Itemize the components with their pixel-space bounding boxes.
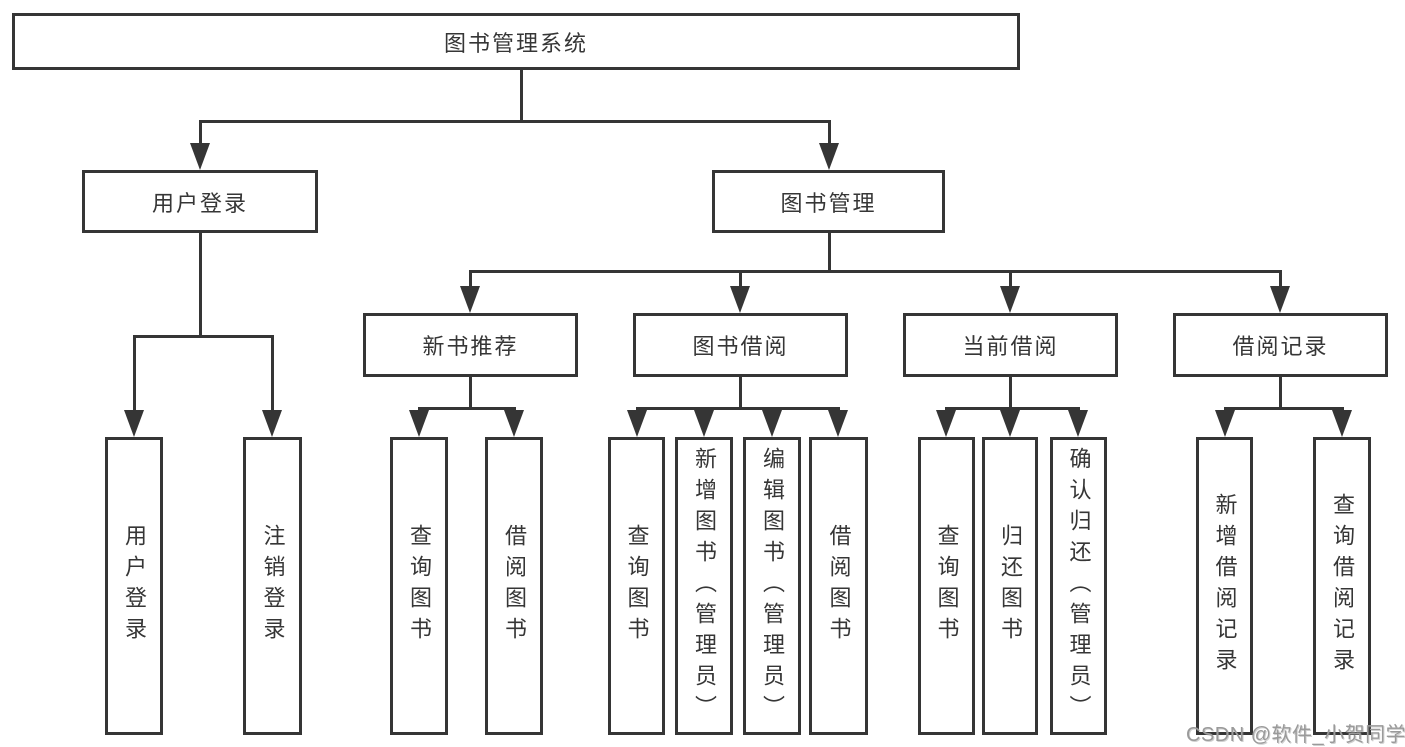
connector-drop — [132, 335, 136, 416]
node-label: 借阅图书 — [826, 524, 852, 648]
node-label: 归还图书 — [998, 524, 1023, 648]
down-arrowhead-icon — [1000, 286, 1020, 313]
connector-rail — [417, 407, 516, 410]
node-label: 图书借阅 — [692, 334, 789, 359]
down-arrowhead-icon — [262, 410, 282, 437]
connector-rail — [944, 407, 1080, 410]
node-leaf-query-borrow-rec: 查询借阅记录 — [1313, 437, 1371, 735]
node-leaf-borrow-book-a: 借阅图书 — [485, 437, 543, 735]
down-arrowhead-icon — [1332, 410, 1352, 437]
connector-drop — [198, 120, 202, 149]
down-arrowhead-icon — [409, 410, 429, 437]
connector-drop — [827, 120, 831, 149]
node-leaf-return-book: 归还图书 — [982, 437, 1038, 735]
node-label: 新增图书（管理员） — [692, 446, 717, 726]
down-arrowhead-icon — [819, 143, 839, 170]
watermark: CSDN @软件_小贺同学 — [1186, 724, 1405, 746]
connector-drop — [1278, 270, 1282, 292]
node-root: 图书管理系统 — [12, 13, 1020, 70]
connector-drop — [738, 270, 742, 292]
node-leaf-add-book: 新增图书（管理员） — [675, 437, 733, 735]
node-label: 用户登录 — [122, 524, 147, 648]
connector-stem — [827, 233, 831, 273]
connector-stem — [1008, 377, 1012, 410]
node-label: 借阅记录 — [1232, 334, 1329, 359]
connector-drop — [1008, 270, 1012, 292]
node-leaf-edit-book: 编辑图书（管理员） — [743, 437, 801, 735]
down-arrowhead-icon — [694, 410, 714, 437]
node-label: 注销登录 — [260, 524, 286, 648]
connector-stem — [198, 233, 202, 338]
connector-rail — [468, 270, 1282, 273]
node-label: 当前借阅 — [962, 334, 1059, 359]
node-leaf-query-book-a: 查询图书 — [390, 437, 448, 735]
node-label: 查询图书 — [407, 524, 432, 648]
node-label: 确认归还（管理员） — [1066, 446, 1092, 726]
down-arrowhead-icon — [190, 143, 210, 170]
node-label: 新书推荐 — [422, 334, 519, 359]
down-arrowhead-icon — [504, 410, 524, 437]
node-leaf-add-borrow-rec: 新增借阅记录 — [1196, 437, 1253, 735]
node-label: 图书管理系统 — [443, 30, 588, 56]
node-label: 用户登录 — [151, 190, 248, 216]
node-label: 查询图书 — [624, 524, 650, 648]
connector-rail — [198, 120, 831, 123]
down-arrowhead-icon — [730, 286, 750, 313]
node-label: 新增借阅记录 — [1212, 493, 1238, 679]
down-arrowhead-icon — [762, 410, 782, 437]
node-label: 编辑图书（管理员） — [760, 446, 785, 726]
node-leaf-query-book-c: 查询图书 — [918, 437, 975, 735]
node-leaf-query-book-b: 查询图书 — [608, 437, 665, 735]
node-leaf-confirm-return: 确认归还（管理员） — [1050, 437, 1107, 735]
down-arrowhead-icon — [1215, 410, 1235, 437]
down-arrowhead-icon — [1000, 410, 1020, 437]
connector-rail — [635, 407, 840, 410]
down-arrowhead-icon — [1068, 410, 1088, 437]
node-book-borrow: 图书借阅 — [633, 313, 848, 377]
connector-rail — [1223, 407, 1344, 410]
node-book-management: 图书管理 — [712, 170, 945, 233]
node-leaf-user-login: 用户登录 — [105, 437, 163, 735]
connector-stem — [519, 70, 523, 123]
connector-rail — [132, 335, 274, 338]
node-leaf-logout: 注销登录 — [243, 437, 302, 735]
connector-stem — [738, 377, 742, 410]
connector-stem — [1278, 377, 1282, 410]
node-new-book-recommend: 新书推荐 — [363, 313, 578, 377]
node-leaf-borrow-book-b: 借阅图书 — [809, 437, 868, 735]
node-user-login: 用户登录 — [82, 170, 318, 233]
down-arrowhead-icon — [1270, 286, 1290, 313]
down-arrowhead-icon — [828, 410, 848, 437]
down-arrowhead-icon — [936, 410, 956, 437]
connector-drop — [468, 270, 472, 292]
node-borrow-record: 借阅记录 — [1173, 313, 1388, 377]
down-arrowhead-icon — [627, 410, 647, 437]
node-label: 图书管理 — [780, 190, 877, 216]
node-label: 查询借阅记录 — [1330, 493, 1355, 679]
connector-stem — [468, 377, 472, 410]
node-label: 查询图书 — [934, 524, 960, 648]
down-arrowhead-icon — [124, 410, 144, 437]
down-arrowhead-icon — [460, 286, 480, 313]
connector-drop — [270, 335, 274, 416]
node-label: 借阅图书 — [502, 524, 527, 648]
node-current-borrow: 当前借阅 — [903, 313, 1118, 377]
